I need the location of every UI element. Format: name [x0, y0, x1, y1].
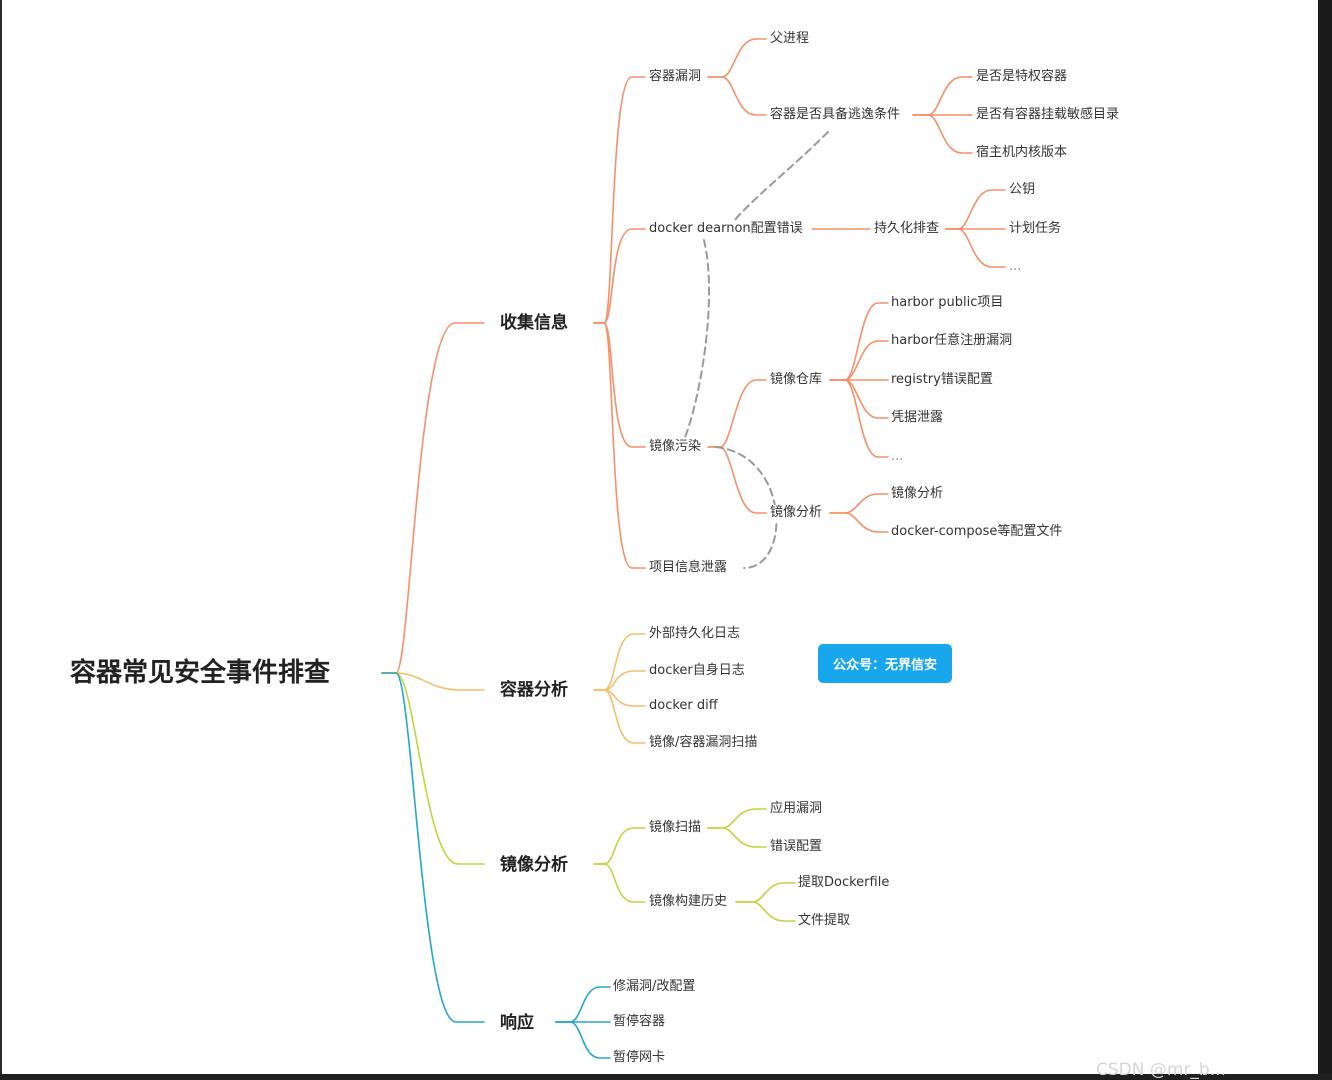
connector-container-4 — [593, 689, 646, 744]
node-scan-item: 错误配置 — [769, 839, 824, 855]
node-escape-conditions: 容器是否具备逃逸条件 — [769, 107, 902, 123]
connector-root-collect — [381, 322, 485, 674]
window-frame-left — [0, 0, 2, 1074]
node-response-item: 修漏洞/改配置 — [612, 979, 697, 995]
node-persist-item: ... — [1008, 259, 1023, 275]
csdn-watermark: CSDN @mr_b... — [1096, 1060, 1226, 1080]
connector-container-2 — [593, 670, 646, 691]
node-persist-item: 计划任务 — [1008, 221, 1063, 237]
root-topic: 容器常见安全事件排查 — [70, 658, 331, 688]
node-escape-item: 是否是特权容器 — [975, 69, 1069, 85]
node-response-item: 暂停容器 — [612, 1014, 667, 1030]
node-container-item: 外部持久化日志 — [648, 626, 742, 642]
connector-repo-4 — [829, 379, 889, 419]
connector-repo-2 — [829, 340, 889, 381]
connector-root-imageanalysis — [381, 672, 485, 865]
connector-container-1 — [593, 633, 646, 691]
window-frame-right — [1318, 0, 1332, 1074]
node-analysis-item: 镜像分析 — [890, 486, 945, 502]
node-image-analysis-sub: 镜像分析 — [769, 505, 824, 521]
connector-vuln-escape — [707, 76, 767, 116]
connector-analysis-1 — [829, 493, 889, 514]
topic-response: 响应 — [498, 1013, 536, 1033]
connector-image-repo — [707, 379, 767, 448]
node-escape-item: 宿主机内核版本 — [975, 145, 1069, 161]
connector-escape-3 — [912, 114, 973, 154]
connector-collect-vuln — [593, 76, 646, 324]
topic-container-analysis: 容器分析 — [498, 680, 570, 700]
node-scan-item: 应用漏洞 — [769, 801, 824, 817]
topic-collect-info: 收集信息 — [498, 313, 570, 333]
node-persist-item: 公钥 — [1008, 182, 1037, 198]
connector-history-1 — [735, 882, 796, 903]
connector-history-2 — [735, 901, 796, 922]
dashed-relation-escape-daemon — [727, 131, 829, 229]
node-container-item: docker自身日志 — [648, 663, 746, 679]
node-history-item: 文件提取 — [797, 913, 852, 929]
node-container-item: docker diff — [648, 698, 719, 714]
connector-collect-leak — [593, 322, 646, 569]
connector-vuln-parent — [707, 38, 767, 78]
connector-container-3 — [593, 689, 646, 707]
node-project-leak: 项目信息泄露 — [648, 560, 729, 576]
connector-root-response — [381, 672, 485, 1023]
node-image-build-history: 镜像构建历史 — [648, 894, 729, 910]
node-parent-process: 父进程 — [769, 31, 811, 47]
connector-response-1 — [555, 986, 611, 1023]
node-analysis-item: docker-compose等配置文件 — [890, 524, 1064, 540]
node-history-item: 提取Dockerfile — [797, 875, 891, 891]
node-container-item: 镜像/容器漏洞扫描 — [648, 735, 759, 751]
connector-imageanalysis-history — [593, 863, 646, 903]
connector-collect-daemon — [593, 228, 646, 324]
node-repo-item: registry错误配置 — [890, 372, 994, 388]
connector-imageanalysis-scan — [593, 827, 646, 865]
connector-scan-2 — [707, 827, 767, 848]
connector-collect-image — [593, 322, 646, 448]
node-image-scan: 镜像扫描 — [648, 820, 703, 836]
connector-persist-3 — [945, 228, 1006, 268]
node-escape-item: 是否有容器挂载敏感目录 — [975, 107, 1121, 123]
connector-persist-1 — [945, 189, 1006, 230]
wechat-account-badge: 公众号：无界信安 — [818, 644, 952, 683]
node-repo-item: ... — [890, 449, 905, 465]
node-repo-item: 凭据泄露 — [890, 410, 945, 426]
connector-escape-1 — [912, 76, 973, 116]
node-image-pollution: 镜像污染 — [648, 439, 703, 455]
connector-analysis-2 — [829, 512, 889, 533]
connector-scan-1 — [707, 808, 767, 829]
node-daemon-misconfig: docker dearnon配置错误 — [648, 221, 804, 237]
dashed-relation-image-leak — [715, 446, 778, 569]
connector-image-analysis — [707, 446, 767, 514]
connector-root-container — [381, 672, 485, 691]
node-response-item: 暂停网卡 — [612, 1050, 667, 1066]
connector-response-3 — [555, 1021, 611, 1059]
node-repo-item: harbor任意注册漏洞 — [890, 333, 1014, 349]
topic-image-analysis: 镜像分析 — [498, 855, 570, 875]
node-image-registry: 镜像仓库 — [769, 372, 824, 388]
connector-repo-5 — [829, 379, 889, 458]
node-repo-item: harbor public项目 — [890, 295, 1005, 311]
dashed-relation-daemon-image — [683, 239, 711, 441]
node-container-vuln: 容器漏洞 — [648, 69, 703, 85]
node-persistence-check: 持久化排查 — [873, 221, 941, 237]
